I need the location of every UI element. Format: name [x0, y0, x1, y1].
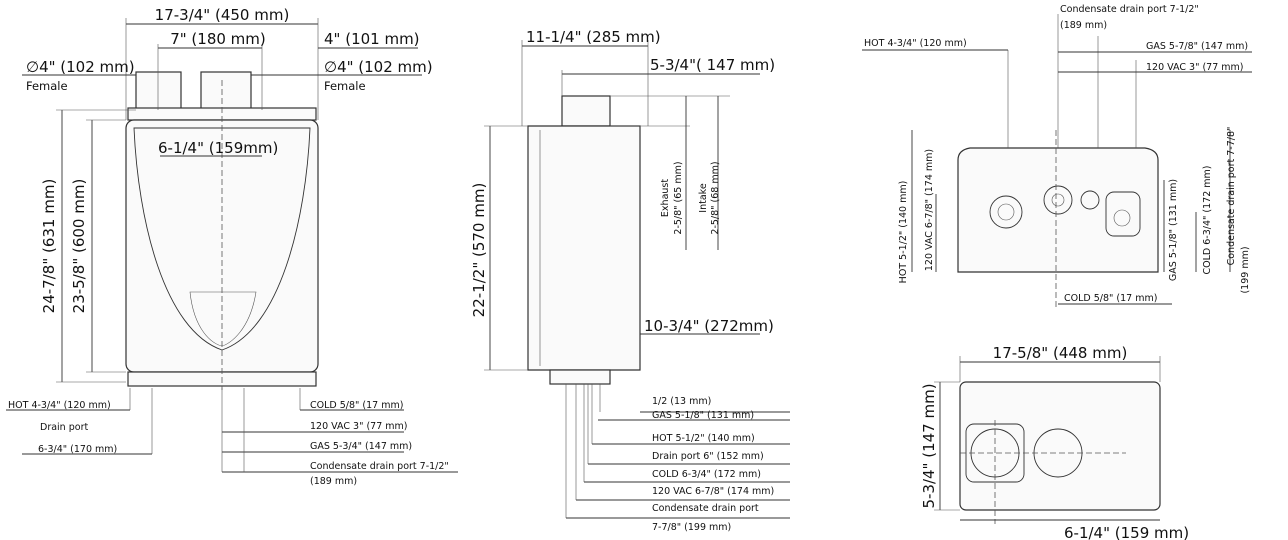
front-cond1-label: Condensate drain port 7-1/2"	[310, 461, 449, 472]
top-width-label: 17-5/8" (448 mm)	[993, 344, 1128, 362]
side-bottom-fittings	[549, 369, 611, 385]
bottom-view: Condensate drain port 7-1/2" (189 mm) HO…	[862, 4, 1252, 308]
top-offset-label: 6-1/4" (159 mm)	[1064, 524, 1189, 540]
bottom-cond2-label: (189 mm)	[1060, 20, 1107, 31]
bottom-hot-fitting	[989, 195, 1023, 229]
top-view: 17-5/8" (448 mm) 5-3/4" (147 mm) 6-1/4" …	[920, 344, 1189, 540]
bottom-v1-label: HOT 5-1/2" (140 mm)	[898, 181, 909, 284]
front-panel-curve	[133, 127, 311, 351]
side-d4-label: Drain port 6" (152 mm)	[652, 451, 764, 462]
front-right-offset-label: 4" (101 mm)	[324, 30, 420, 48]
front-view: 17-3/4" (450 mm) 7" (180 mm) 4" (101 mm)…	[6, 6, 458, 487]
bottom-body	[957, 147, 1159, 273]
front-vent-spacing-label: 7" (180 mm)	[170, 30, 266, 48]
side-d6-label: 120 VAC 6-7/8" (174 mm)	[652, 486, 774, 497]
bottom-gas-fitting	[1043, 185, 1073, 215]
side-intake2-label: 2-5/8" (68 mm)	[710, 161, 721, 234]
side-bottom-dims: 1/2 (13 mm) GAS 5-1/8" (131 mm) HOT 5-1/…	[565, 384, 790, 533]
front-hot-label: HOT 4-3/4" (120 mm)	[8, 400, 111, 411]
side-d1-label: 1/2 (13 mm)	[652, 396, 711, 407]
side-vent-label: 5-3/4"( 147 mm)	[650, 56, 775, 74]
front-total-height-label: 24-7/8" (631 mm)	[40, 179, 58, 314]
bottom-cond1-label: Condensate drain port 7-1/2"	[1060, 4, 1199, 15]
side-height-label: 22-1/2" (570 mm)	[470, 183, 488, 318]
front-female-left-label: Female	[26, 79, 68, 93]
side-vent-pipe	[561, 95, 611, 127]
side-depth-label: 11-1/4" (285 mm)	[526, 28, 661, 46]
front-gas-label: GAS 5-3/4" (147 mm)	[310, 441, 412, 452]
side-exhaust2-label: 2-5/8" (65 mm)	[673, 161, 684, 234]
top-body	[959, 381, 1161, 511]
bottom-v5-label: Condensate drain port 7-7/8"	[1226, 127, 1237, 266]
bottom-hot-label: HOT 4-3/4" (120 mm)	[864, 38, 967, 49]
side-view: 11-1/4" (285 mm) 5-3/4"( 147 mm) Exhaust…	[470, 28, 790, 533]
front-female-right-label: Female	[324, 79, 366, 93]
bottom-cold-label: COLD 5/8" (17 mm)	[1064, 293, 1157, 304]
front-vac-label: 120 VAC 3" (77 mm)	[310, 421, 408, 432]
front-dia-right-label: ∅4" (102 mm)	[324, 58, 433, 76]
front-intake-pipe	[200, 71, 252, 111]
front-drain-dim-label: 6-3/4" (170 mm)	[38, 444, 117, 455]
side-body	[527, 125, 641, 371]
bottom-v4-label: COLD 6-3/4" (172 mm)	[1202, 166, 1213, 275]
side-d7-label: Condensate drain port	[652, 503, 759, 514]
bottom-gas-label: GAS 5-7/8" (147 mm)	[1146, 41, 1248, 52]
bottom-cold-fitting	[1105, 191, 1141, 237]
side-d3-label: HOT 5-1/2" (140 mm)	[652, 433, 755, 444]
top-depth-label: 5-3/4" (147 mm)	[920, 383, 938, 508]
bottom-v2-label: 120 VAC 6-7/8" (174 mm)	[924, 149, 935, 271]
front-cold-label: COLD 5/8" (17 mm)	[310, 400, 403, 411]
front-cond2-label: (189 mm)	[310, 476, 357, 487]
side-d8-label: 7-7/8" (199 mm)	[652, 522, 731, 533]
bottom-v6-label: (199 mm)	[1240, 246, 1251, 293]
front-drain-label: Drain port	[40, 422, 88, 433]
side-lower-label: 10-3/4" (272mm)	[644, 317, 774, 335]
side-exhaust1-label: Exhaust	[660, 179, 671, 217]
front-width-label: 17-3/4" (450 mm)	[155, 6, 290, 24]
bottom-v3-label: GAS 5-1/8" (131 mm)	[1168, 179, 1179, 281]
front-body-height-label: 23-5/8" (600 mm)	[70, 179, 88, 314]
front-center-label: 6-1/4" (159mm)	[158, 139, 278, 157]
front-exhaust-pipe	[135, 71, 182, 111]
bottom-vac-label: 120 VAC 3" (77 mm)	[1146, 62, 1244, 73]
side-d5-label: COLD 6-3/4" (172 mm)	[652, 469, 761, 480]
bottom-vac-port	[1080, 190, 1100, 210]
front-dia-left-label: ∅4" (102 mm)	[26, 58, 135, 76]
side-d2-label: GAS 5-1/8" (131 mm)	[652, 410, 754, 421]
side-intake1-label: Intake	[698, 183, 709, 213]
